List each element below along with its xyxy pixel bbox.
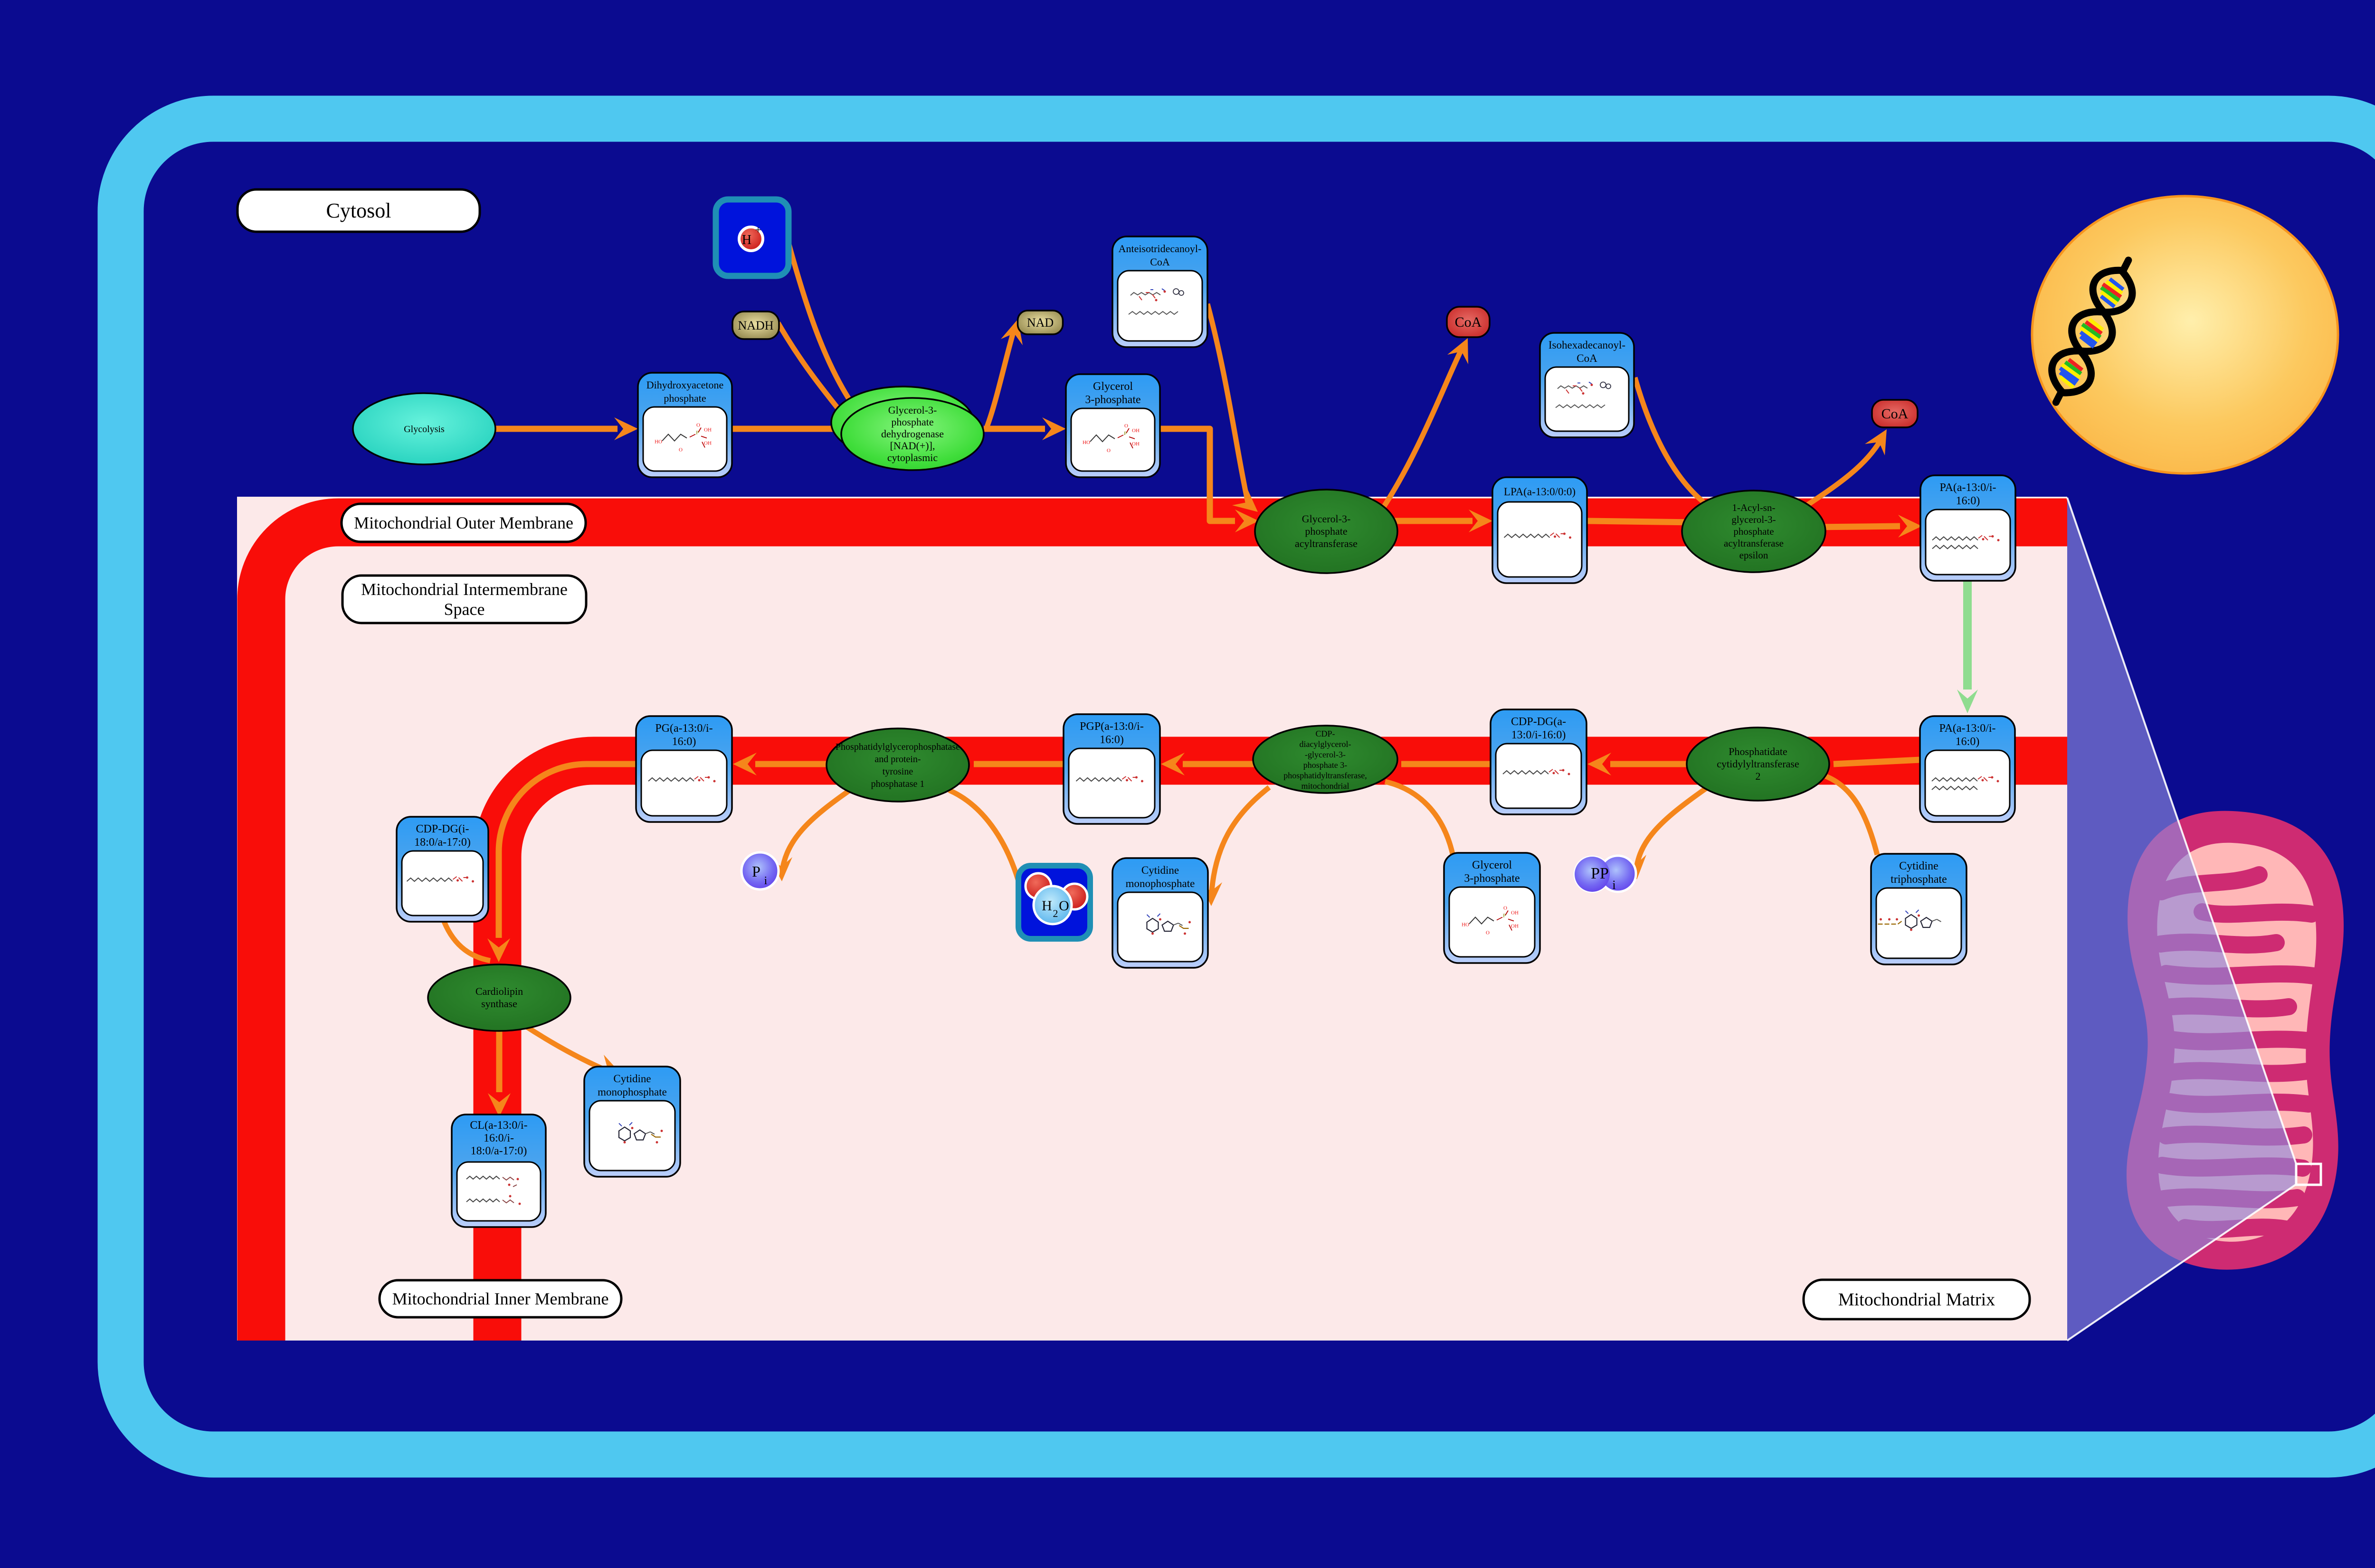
svg-text:phosphatidyltransferase,: phosphatidyltransferase, (1283, 771, 1367, 780)
svg-text:mitochondrial: mitochondrial (1302, 781, 1349, 791)
svg-text:O: O (696, 423, 700, 428)
svg-text:Mitochondrial Outer Membrane: Mitochondrial Outer Membrane (354, 513, 573, 532)
svg-text:Glycolysis: Glycolysis (404, 424, 445, 435)
svg-text:16:0): 16:0) (1956, 495, 1980, 507)
svg-text:16:0/i-: 16:0/i- (484, 1132, 514, 1144)
svg-text:OH: OH (704, 441, 712, 446)
svg-text:O: O (1503, 906, 1507, 911)
svg-text:O: O (679, 447, 683, 453)
svg-text:CoA: CoA (1150, 256, 1170, 268)
svg-text:Glycerol: Glycerol (1472, 859, 1512, 871)
svg-text:2: 2 (1053, 907, 1058, 919)
svg-text:Cytidine: Cytidine (613, 1073, 651, 1085)
svg-text:P: P (752, 863, 760, 880)
svg-text:cytoplasmic: cytoplasmic (887, 452, 938, 463)
svg-text:13:0/i-16:0): 13:0/i-16:0) (1511, 729, 1566, 741)
svg-text:H: H (742, 233, 751, 247)
svg-text:and protein-: and protein- (874, 754, 921, 765)
svg-text:cytidylyltransferase: cytidylyltransferase (1717, 758, 1799, 770)
svg-text:OH: OH (1511, 924, 1519, 929)
svg-text:O: O (1124, 423, 1128, 429)
svg-text:CoA: CoA (1577, 352, 1597, 364)
svg-text:Mitochondrial Intermembrane: Mitochondrial Intermembrane (361, 580, 568, 599)
svg-text:Cytosol: Cytosol (326, 199, 391, 222)
svg-text:1-Acyl-sn-: 1-Acyl-sn- (1732, 502, 1776, 513)
svg-text:phosphate: phosphate (891, 416, 933, 428)
svg-text:i: i (764, 875, 768, 887)
svg-text:NAD: NAD (1027, 316, 1054, 330)
svg-text:PG(a-13:0/i-: PG(a-13:0/i- (655, 722, 712, 735)
svg-text:O: O (1486, 930, 1490, 936)
svg-text:16:0): 16:0) (1956, 736, 1980, 748)
svg-text:Mitochondrial Matrix: Mitochondrial Matrix (1838, 1290, 1995, 1310)
svg-text:Mitochondrial Inner Membrane: Mitochondrial Inner Membrane (392, 1289, 609, 1308)
svg-text:CoA: CoA (1881, 406, 1909, 422)
svg-text:CL(a-13:0/i-: CL(a-13:0/i- (470, 1119, 527, 1132)
svg-text:acyltransferase: acyltransferase (1724, 538, 1784, 549)
svg-text:acyltransferase: acyltransferase (1295, 538, 1358, 549)
svg-text:16:0): 16:0) (672, 736, 696, 748)
svg-text:2: 2 (1756, 770, 1761, 782)
svg-text:PP: PP (1591, 865, 1609, 882)
svg-text:Glycerol-3-: Glycerol-3- (1302, 513, 1351, 525)
svg-text:-glycerol-3-: -glycerol-3- (1305, 750, 1346, 759)
svg-text:i: i (1612, 878, 1615, 892)
svg-text:phosphate: phosphate (664, 392, 706, 404)
svg-text:Anteisotridecanoyl-: Anteisotridecanoyl- (1119, 243, 1202, 255)
svg-text:P: P (1124, 431, 1127, 436)
svg-text:phosphate 3-: phosphate 3- (1303, 760, 1347, 770)
svg-text:16:0): 16:0) (1100, 734, 1124, 746)
svg-text:phosphatase 1: phosphatase 1 (871, 779, 925, 789)
svg-text:[NAD(+)],: [NAD(+)], (890, 440, 935, 452)
svg-text:Cytidine: Cytidine (1899, 860, 1938, 872)
svg-text:PGP(a-13:0/i-: PGP(a-13:0/i- (1080, 720, 1144, 733)
svg-text:OH: OH (1511, 910, 1519, 916)
svg-text:PA(a-13:0/i-: PA(a-13:0/i- (1939, 482, 1996, 494)
svg-text:O: O (1059, 898, 1069, 914)
svg-text:Space: Space (444, 600, 485, 619)
svg-text:monophosphate: monophosphate (598, 1086, 667, 1098)
svg-text:Glycerol-3-: Glycerol-3- (888, 404, 937, 416)
svg-text:+: + (755, 224, 761, 236)
svg-text:P: P (696, 430, 699, 436)
svg-text:O: O (1107, 448, 1111, 453)
svg-text:glycerol-3-: glycerol-3- (1731, 514, 1776, 525)
svg-text:Phosphatidate: Phosphatidate (1729, 746, 1787, 757)
svg-text:NADH: NADH (738, 319, 773, 332)
svg-text:PA(a-13:0/i-: PA(a-13:0/i- (1939, 722, 1995, 735)
svg-text:H: H (1042, 898, 1052, 914)
svg-text:HO: HO (1462, 922, 1469, 928)
svg-text:Dihydroxyacetone: Dihydroxyacetone (646, 379, 724, 391)
svg-text:epsilon: epsilon (1739, 549, 1768, 561)
svg-text:OH: OH (1132, 441, 1140, 447)
svg-text:synthase: synthase (481, 998, 517, 1010)
svg-text:tyrosine: tyrosine (883, 766, 913, 777)
svg-text:LPA(a-13:0/0:0): LPA(a-13:0/0:0) (1504, 486, 1576, 498)
svg-text:HO: HO (1083, 440, 1090, 445)
svg-text:18:0/a-17:0): 18:0/a-17:0) (471, 1145, 527, 1157)
svg-text:Cardiolipin: Cardiolipin (475, 985, 523, 997)
svg-text:OH: OH (1132, 428, 1140, 434)
svg-text:OH: OH (704, 427, 712, 433)
svg-text:phosphate: phosphate (1733, 526, 1774, 537)
svg-text:CDP-: CDP- (1315, 729, 1335, 738)
svg-text:Isohexadecanoyl-: Isohexadecanoyl- (1548, 339, 1625, 351)
svg-text:Glycerol: Glycerol (1093, 380, 1133, 393)
svg-text:Cytidine: Cytidine (1141, 864, 1179, 876)
svg-text:HO: HO (655, 439, 662, 445)
svg-text:3-phosphate: 3-phosphate (1464, 872, 1520, 885)
svg-text:P: P (1503, 913, 1506, 919)
svg-text:diacylglycerol-: diacylglycerol- (1300, 739, 1351, 749)
svg-text:monophosphate: monophosphate (1126, 878, 1195, 889)
svg-text:18:0/a-17:0): 18:0/a-17:0) (414, 836, 471, 849)
svg-text:dehydrogenase: dehydrogenase (881, 428, 944, 440)
svg-text:triphosphate: triphosphate (1890, 873, 1947, 886)
svg-text:CoA: CoA (1455, 314, 1482, 330)
svg-text:phosphate: phosphate (1305, 525, 1347, 537)
svg-text:CDP-DG(i-: CDP-DG(i- (416, 823, 469, 835)
svg-text:Phosphatidylglycerophosphatase: Phosphatidylglycerophosphatase (836, 742, 960, 752)
svg-text:3-phosphate: 3-phosphate (1085, 394, 1140, 406)
svg-text:CDP-DG(a-: CDP-DG(a- (1511, 716, 1566, 728)
